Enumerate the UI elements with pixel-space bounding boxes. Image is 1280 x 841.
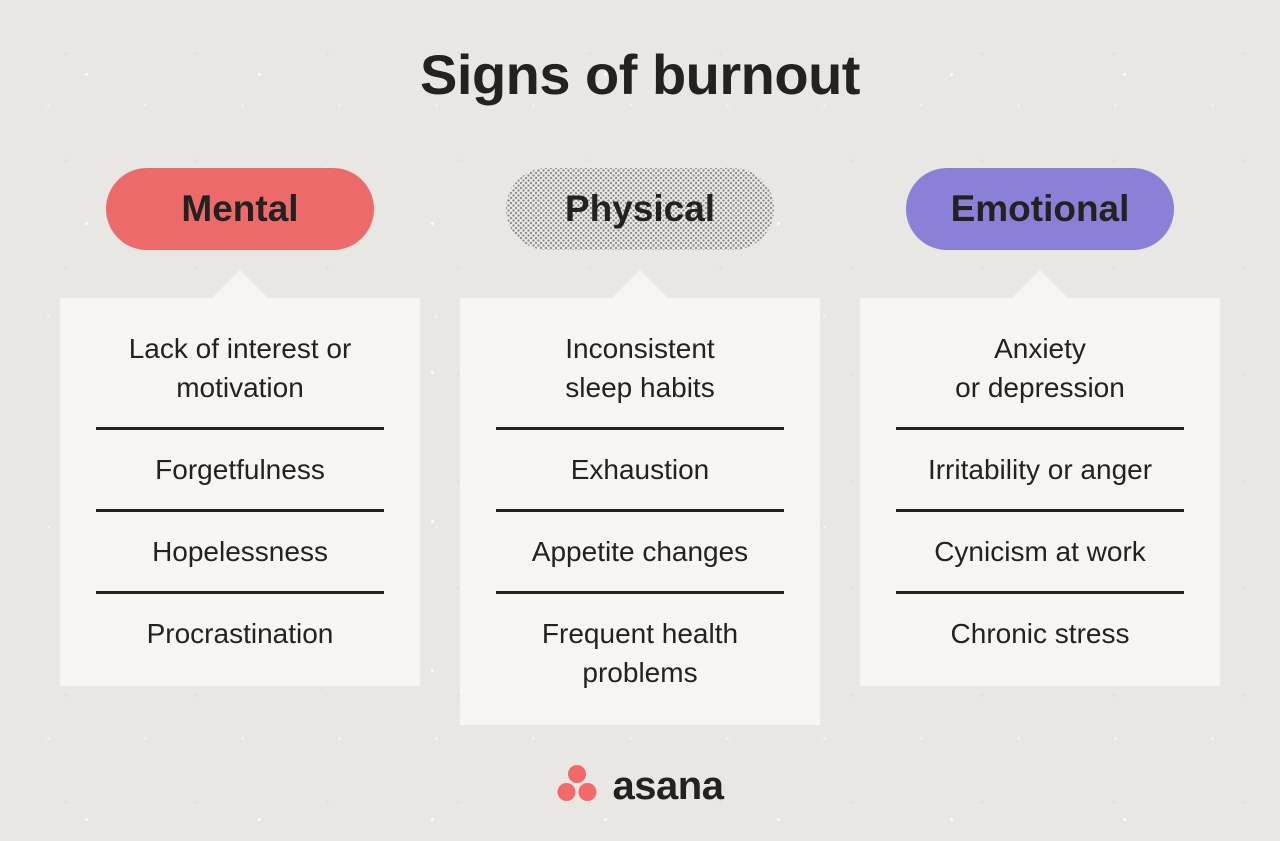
list-item: Exhaustion — [570, 454, 710, 485]
category-pill-mental: Mental — [106, 168, 374, 250]
categories-row: Mental Lack of interest or motivation Fo… — [60, 168, 1220, 725]
divider — [96, 427, 384, 430]
pointer-up-icon — [1012, 270, 1068, 298]
list-item: Frequent health problems — [541, 618, 739, 688]
list-item: Forgetfulness — [155, 454, 325, 485]
card-emotional: Anxiety or depression Irritability or an… — [860, 298, 1220, 686]
asana-logo-text: asana — [612, 764, 724, 808]
list-item: Appetite changes — [531, 536, 749, 567]
category-pill-physical: Physical — [506, 168, 774, 250]
list-item: Chronic stress — [950, 618, 1130, 649]
category-pill-label: Emotional — [950, 188, 1130, 229]
pointer-up-icon — [212, 270, 268, 298]
pointer-up-icon — [612, 270, 668, 298]
list-item: Anxiety or depression — [955, 333, 1125, 403]
card-mental: Lack of interest or motivation Forgetful… — [60, 298, 420, 686]
column-emotional: Emotional Anxiety or depression Irritabi… — [860, 168, 1220, 725]
asana-logo-icon — [557, 765, 597, 801]
divider — [496, 427, 784, 430]
divider — [96, 509, 384, 512]
divider — [496, 509, 784, 512]
divider — [896, 591, 1184, 594]
list-item: Lack of interest or motivation — [128, 333, 352, 403]
page-title: Signs of burnout — [420, 43, 860, 106]
category-pill-emotional: Emotional — [906, 168, 1174, 250]
column-physical: Physical Inconsistent sleep habits Exhau… — [460, 168, 820, 725]
list-item: Cynicism at work — [934, 536, 1146, 567]
divider — [896, 427, 1184, 430]
list-item: Irritability or anger — [927, 454, 1153, 485]
list-item: Inconsistent sleep habits — [565, 333, 715, 403]
list-item: Procrastination — [146, 618, 334, 649]
list-item: Hopelessness — [152, 536, 328, 567]
divider — [96, 591, 384, 594]
card-physical: Inconsistent sleep habits Exhaustion App… — [460, 298, 820, 725]
column-mental: Mental Lack of interest or motivation Fo… — [60, 168, 420, 725]
category-pill-label: Physical — [564, 188, 716, 229]
asana-logo: asana — [0, 760, 1280, 806]
category-pill-label: Mental — [181, 188, 299, 229]
divider — [496, 591, 784, 594]
divider — [896, 509, 1184, 512]
